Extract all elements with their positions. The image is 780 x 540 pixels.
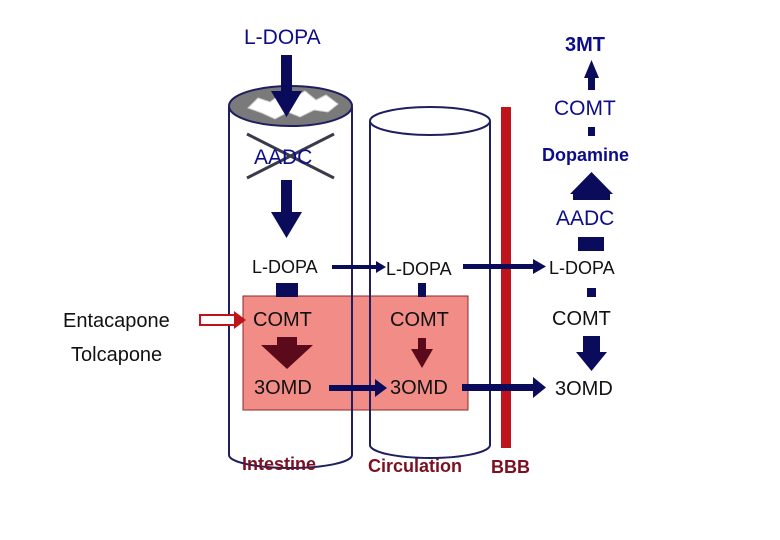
circulation-cylinder: [369, 106, 491, 459]
brain-omd-arrow-shaft: [583, 336, 600, 353]
comt-connector-intestine: [276, 283, 298, 297]
entacapone-label: Entacapone: [63, 310, 170, 332]
comt-connector-circulation: [418, 283, 426, 297]
mt3-arrow-shaft: [588, 76, 595, 90]
omd-arrow-circulation: [411, 338, 433, 368]
ldopa-intake-arrow: [271, 55, 302, 117]
brain-aadc-connector: [578, 237, 604, 251]
mt3-arrow-head: [584, 60, 599, 78]
brain-comt-connector: [587, 288, 596, 297]
intestine-down-arrow: [271, 180, 302, 238]
ldopa-intestine-label: L-DOPA: [252, 257, 318, 277]
ldopa-brain-label: L-DOPA: [549, 258, 615, 278]
intestine-label: Intestine: [242, 454, 317, 474]
dopamine-arrow-head: [570, 172, 613, 194]
omd-intestine-label: 3OMD: [254, 377, 312, 399]
inhibitor-arrow: [199, 311, 246, 329]
comt-circulation-label: COMT: [390, 309, 449, 331]
bbb-label: BBB: [491, 457, 530, 477]
ldopa-top-label: L-DOPA: [244, 26, 321, 49]
ldopa-transport-arrow-2: [463, 259, 546, 274]
bbb-wall: [501, 107, 511, 448]
brain-omd-arrow-head: [576, 352, 607, 371]
ldopa-circulation-label: L-DOPA: [386, 259, 452, 279]
aadc-cross-out: [246, 132, 335, 180]
aadc-crossed-label: AADC: [254, 146, 313, 169]
comt-brain-label: COMT: [554, 97, 616, 120]
comt-intestine-label: COMT: [253, 309, 312, 331]
brain-pathway: [570, 60, 613, 371]
omd-transport-arrow-1: [329, 379, 387, 397]
omd-transport-arrow-2: [462, 377, 546, 398]
aadc-brain-label: AADC: [556, 207, 615, 230]
mt3-label: 3MT: [565, 34, 605, 56]
circulation-label: Circulation: [368, 456, 463, 476]
dopamine-arrow-shaft: [573, 192, 610, 200]
dopamine-label: Dopamine: [542, 145, 630, 165]
dopamine-comt-connector: [588, 127, 595, 136]
comt-brain-lower-label: COMT: [552, 308, 611, 330]
tolcapone-label: Tolcapone: [71, 344, 163, 366]
ldopa-transport-arrow-1: [332, 261, 386, 273]
omd-arrow-intestine: [261, 337, 313, 369]
omd-circulation-label: 3OMD: [390, 377, 448, 399]
omd-brain-label: 3OMD: [555, 378, 613, 400]
intestine-cylinder: [228, 107, 353, 469]
